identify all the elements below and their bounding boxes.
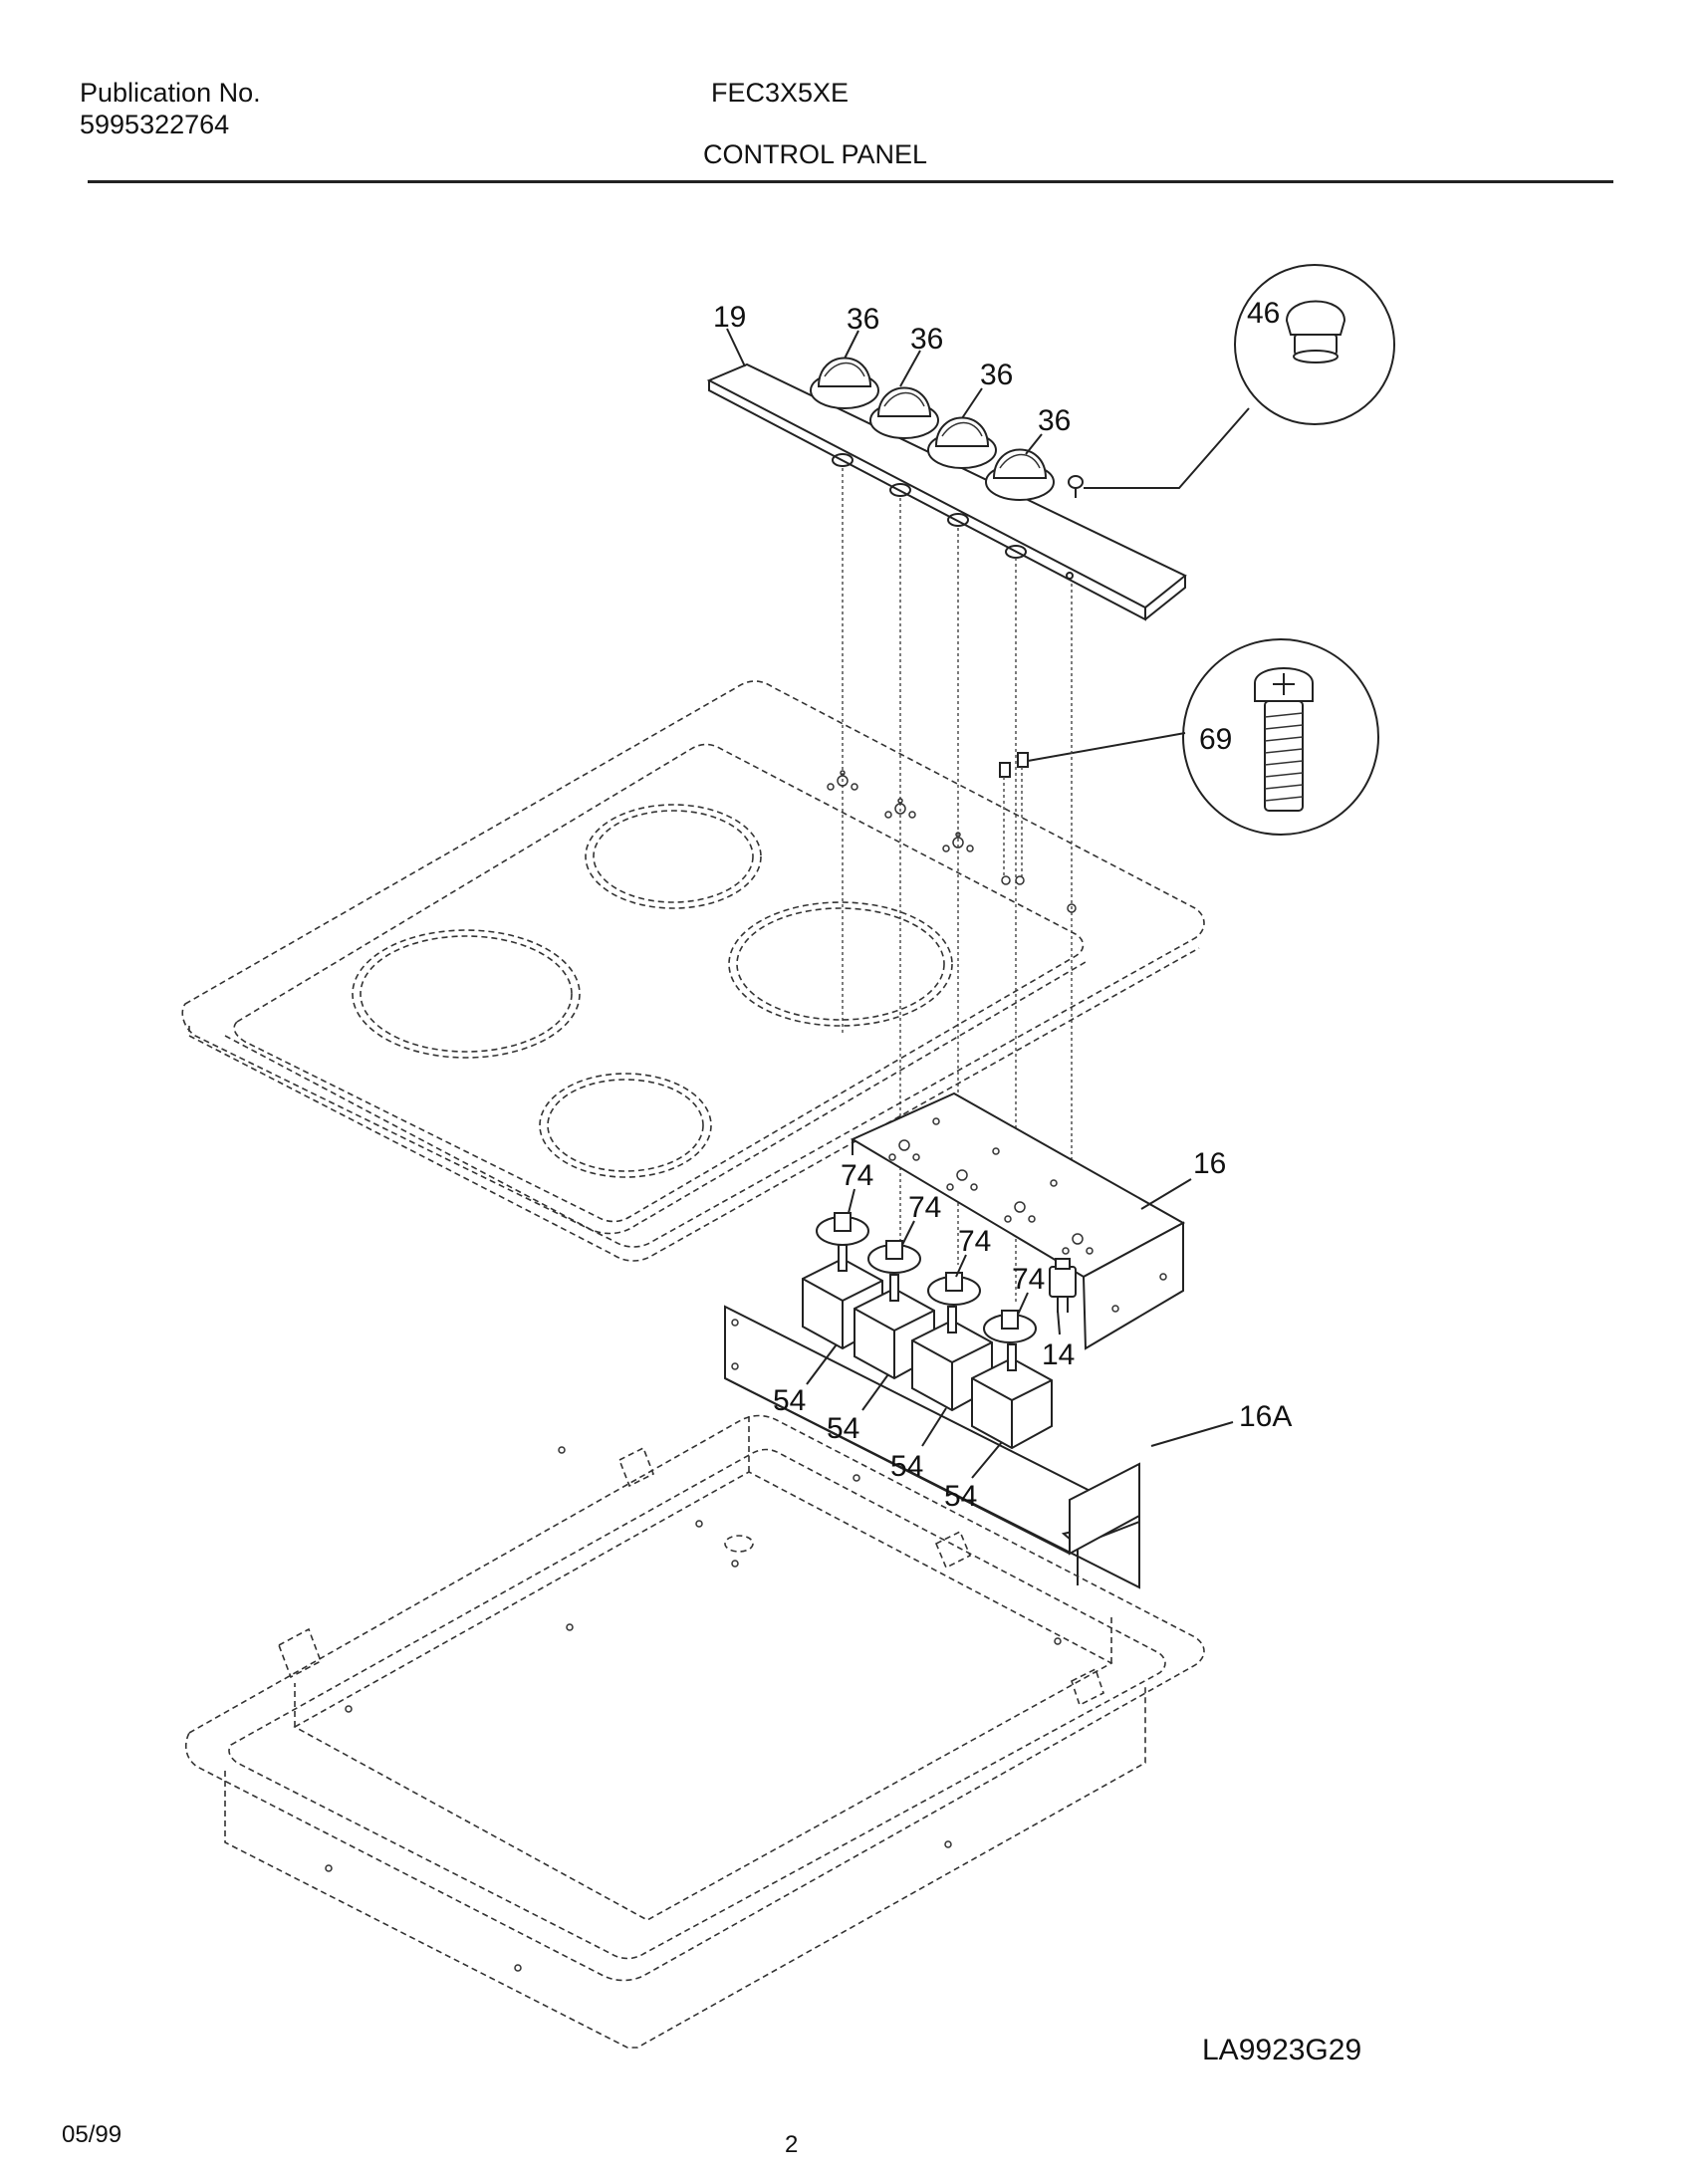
burner-large-left [352,929,581,1059]
callout-leaders [726,328,1234,1479]
callout-numbers: 19 36 36 36 36 46 69 16 16A 14 74 74 74 … [713,297,1292,1513]
callout-74-1: 74 [841,1159,873,1192]
infinite-switch-4 [971,1343,1053,1450]
publication-number: 5995322764 [80,110,230,139]
drawing-id: LA9923G29 [1202,2034,1362,2066]
switch-bracket [724,1305,1140,1589]
control-mount-holes [827,770,1077,913]
indicator-light-small [1068,475,1084,498]
control-housing [850,1091,1186,1350]
callout-46: 46 [1247,297,1280,330]
publication-date: 05/99 [62,2121,122,2148]
detail-circle-indicator-light [1084,264,1395,489]
callout-36-1: 36 [847,303,879,336]
burner-large-right [728,901,953,1027]
burner-small-front [539,1073,712,1178]
model-number: FEC3X5XE [711,78,850,108]
signal-light [1049,1258,1077,1313]
control-panel-strip [706,363,1187,621]
page-number: 2 [785,2131,799,2158]
header-rule [88,180,1613,183]
callout-74-4: 74 [1012,1263,1045,1296]
knob-bezel-3 [927,416,997,469]
knob-bezel-4 [985,448,1055,501]
callout-54-3: 54 [890,1450,923,1483]
callout-36-4: 36 [1038,404,1071,437]
switch-seal-1 [816,1212,869,1246]
knob-bezel-2 [869,386,939,439]
callout-36-2: 36 [910,323,943,356]
callout-36-3: 36 [980,359,1013,391]
callout-16: 16 [1193,1147,1226,1180]
callout-74-3: 74 [958,1225,991,1258]
cooktop-glass-top [181,680,1205,1262]
callout-54-4: 54 [944,1480,977,1513]
publication-label: Publication No. [80,78,261,108]
switch-seal-3 [927,1272,981,1306]
knob-bezel-1 [810,357,879,409]
cooktop-base-box [184,1414,1205,2049]
detail-circle-screw [999,638,1379,836]
callout-54-2: 54 [827,1412,859,1445]
callout-19: 19 [713,301,746,334]
callout-54-1: 54 [773,1384,806,1417]
callout-14: 14 [1042,1338,1075,1371]
callout-74-2: 74 [908,1191,941,1224]
callout-16a: 16A [1239,1400,1292,1433]
switch-seal-4 [983,1310,1037,1343]
switch-seal-2 [867,1240,921,1274]
section-title: CONTROL PANEL [703,139,928,169]
callout-69: 69 [1199,723,1232,756]
burner-small-back [585,804,762,909]
